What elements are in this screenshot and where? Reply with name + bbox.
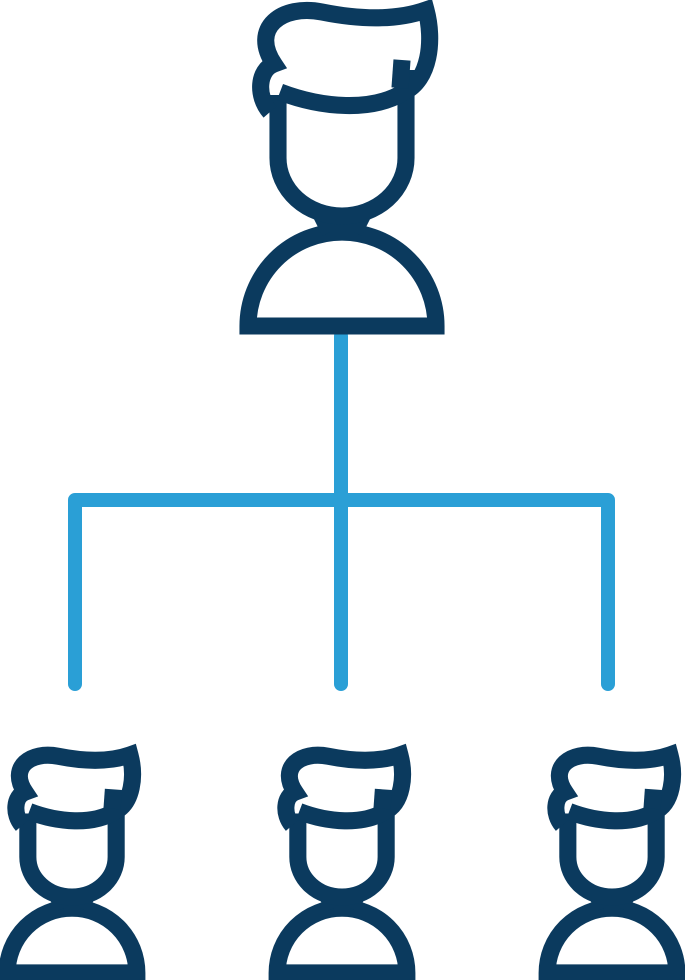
top-person-icon [248, 10, 436, 326]
child-person-icon-2 [277, 755, 407, 973]
child-person-icon-3 [547, 755, 677, 973]
hierarchy-connectors [68, 329, 615, 691]
child-person-icon-1 [7, 755, 137, 973]
